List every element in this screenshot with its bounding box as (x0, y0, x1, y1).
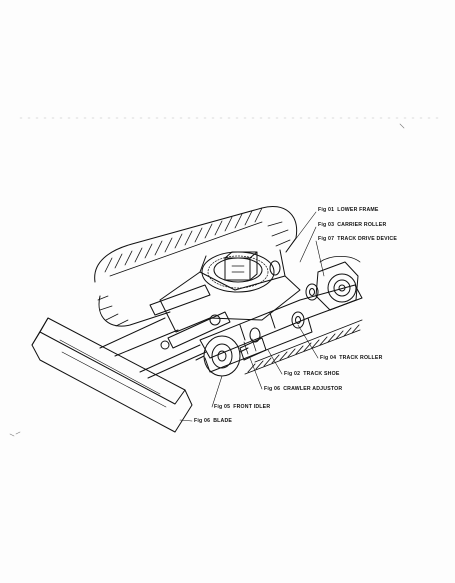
blade (31, 317, 207, 433)
callout-ref: Fig 05 (214, 404, 231, 410)
callout-text: CARRIER ROLLER (337, 222, 387, 228)
callout-ref: Fig 04 (320, 355, 337, 361)
leader-lines (179, 211, 325, 422)
callout-text: TRACK DRIVE DEVICE (337, 236, 398, 242)
callout-ref: Fig 07 (318, 236, 335, 242)
callout-ref: Fig 06 (264, 386, 281, 392)
track-rollers (249, 311, 305, 343)
rear-track-shoes (97, 207, 291, 327)
callout-text: TRACK SHOE (303, 371, 340, 377)
callout-ref: Fig 01 (318, 207, 335, 213)
callout-text: TRACK ROLLER (339, 355, 383, 361)
front-idler (195, 335, 249, 377)
callout-ref: Fig 06 (194, 418, 211, 424)
blade-cylinders (149, 284, 231, 350)
callout-text: CRAWLER ADJUSTOR (283, 386, 343, 392)
callout-ref: Fig 02 (284, 371, 301, 377)
track-drive-device (315, 255, 361, 311)
callout-ref: Fig 03 (318, 222, 335, 228)
margin-marks (9, 123, 405, 437)
front-track-frame (199, 284, 363, 375)
callout-text: BLADE (213, 418, 233, 424)
crawler-adjustor (239, 337, 267, 361)
lower-frame (159, 249, 301, 333)
callout-text: LOWER FRAME (337, 207, 379, 213)
callout-text: FRONT IDLER (233, 404, 271, 410)
carrier-rollers (269, 260, 319, 301)
front-track-shoes (244, 319, 363, 375)
rear-track-assembly (94, 206, 298, 327)
